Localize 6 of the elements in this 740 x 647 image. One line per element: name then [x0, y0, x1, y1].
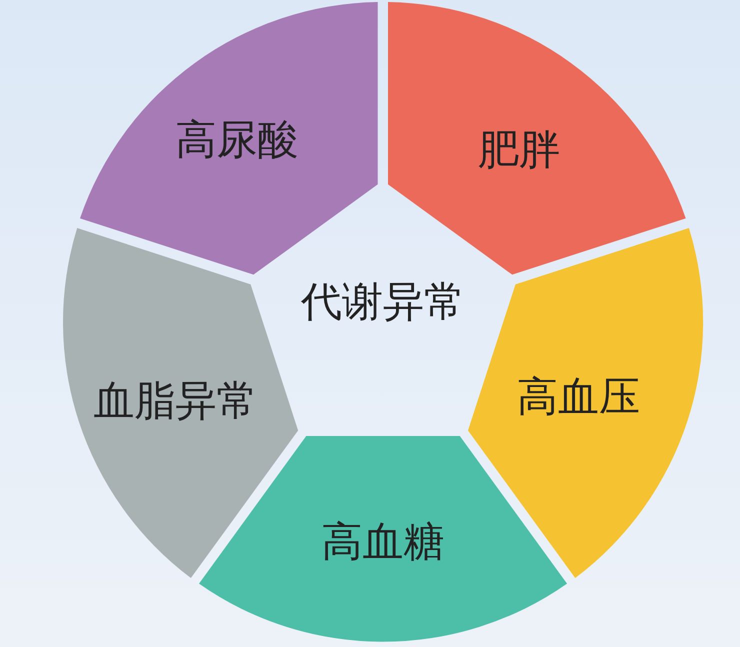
segment-label: 高血压: [516, 374, 640, 421]
center-label: 代谢异常: [301, 278, 465, 326]
segment-label: 高血糖: [321, 518, 444, 566]
segment-label: 血脂异常: [94, 378, 258, 425]
segment-label: 肥胖: [478, 126, 560, 174]
segment-label: 高尿酸: [175, 116, 298, 164]
